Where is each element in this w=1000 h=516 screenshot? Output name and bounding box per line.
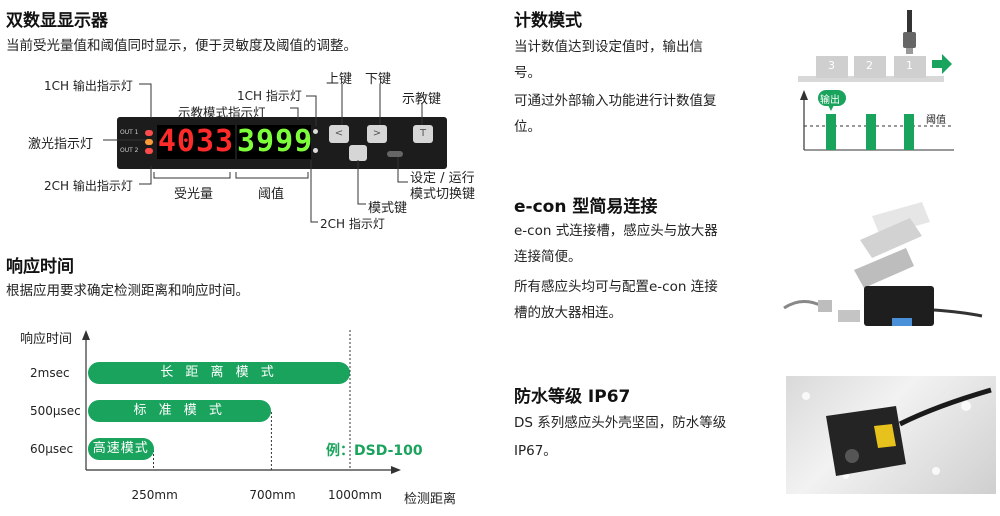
- label-threshold: 阈值: [258, 187, 285, 202]
- counting-illustration: 3 2 1 输出 阈值: [790, 4, 960, 154]
- teach-key[interactable]: T: [413, 125, 433, 143]
- label-ch2-indicator: 2CH 指示灯: [320, 217, 385, 231]
- econ-illustration: [782, 196, 1000, 346]
- down-key[interactable]: >: [367, 125, 387, 143]
- econ-desc-1: e-con 式连接槽，感应头与放大器: [514, 223, 718, 239]
- received-display: 4033: [157, 124, 235, 159]
- x-tick-label: 700mm: [249, 488, 296, 502]
- set-run-switch[interactable]: [387, 151, 403, 157]
- response-bar: 长 距 离 模 式: [88, 362, 350, 384]
- up-key[interactable]: <: [329, 125, 349, 143]
- count-item-2: 2: [866, 59, 873, 72]
- display-desc: 当前受光量值和阈值同时显示，便于灵敏度及阈值的调整。: [6, 38, 357, 54]
- label-teach-key: 示教键: [402, 92, 442, 107]
- count-threshold-label: 阈值: [926, 115, 946, 126]
- amplifier-device: OUT 1 OUT 2 4033 3999 < > T: [117, 117, 447, 169]
- chart-x-label: 检测距离: [404, 492, 457, 507]
- counting-desc-4: 位。: [514, 119, 541, 135]
- ip67-title: 防水等级 IP67: [514, 387, 631, 407]
- econ-desc-3: 所有感应头均可与配置e-con 连接: [514, 279, 718, 295]
- response-category-label: 60µsec: [30, 442, 74, 456]
- response-title: 响应时间: [6, 257, 74, 277]
- ip67-desc-2: IP67。: [514, 443, 557, 459]
- ch1-indicator-led: [313, 129, 318, 134]
- ch1-output-led: [145, 130, 153, 136]
- ch2-output-led: [145, 148, 153, 154]
- chart-y-label: 响应时间: [20, 332, 73, 347]
- label-up-key: 上键: [326, 72, 353, 87]
- count-output-label: 输出: [820, 95, 840, 106]
- counting-desc-2: 号。: [514, 65, 541, 81]
- counting-desc-1: 当计数值达到设定值时，输出信: [514, 39, 703, 55]
- label-received: 受光量: [174, 187, 214, 202]
- response-desc: 根据应用要求确定检测距离和响应时间。: [6, 283, 249, 299]
- counting-desc-3: 可通过外部输入功能进行计数值复: [514, 93, 717, 109]
- mode-key[interactable]: [349, 145, 367, 161]
- econ-title: e-con 型简易连接: [514, 197, 658, 217]
- response-bar: 高速模式: [88, 438, 154, 460]
- laser-led: [145, 139, 153, 145]
- ch2-indicator-led: [313, 148, 318, 153]
- response-bar: 标 准 模 式: [88, 400, 272, 422]
- response-category-label: 500µsec: [30, 404, 81, 418]
- x-tick-label: 250mm: [131, 488, 178, 502]
- chart-example-label: 例：DSD-100: [326, 443, 423, 459]
- x-tick-label: 1000mm: [328, 488, 382, 502]
- threshold-display: 3999: [237, 124, 314, 159]
- ip67-photo: [786, 376, 996, 494]
- display-title: 双数显显示器: [6, 11, 108, 31]
- response-category-label: 2msec: [30, 366, 70, 380]
- ip67-desc-1: DS 系列感应头外壳坚固，防水等级: [514, 415, 727, 431]
- label-teach-mode: 示教模式指示灯: [178, 105, 266, 120]
- label-ch1-indicator: 1CH 指示灯: [237, 89, 302, 103]
- label-mode-key: 模式键: [368, 201, 408, 216]
- count-item-1: 1: [906, 59, 913, 72]
- label-down-key: 下键: [365, 72, 392, 87]
- label-ch2-output: 2CH 输出指示灯: [44, 179, 133, 193]
- counting-title: 计数模式: [514, 11, 582, 31]
- label-ch1-output: 1CH 输出指示灯: [44, 79, 133, 93]
- label-set-run-1: 设定 / 运行: [410, 171, 475, 186]
- response-chart-axes: [82, 330, 401, 474]
- label-laser: 激光指示灯: [28, 137, 94, 152]
- econ-desc-2: 连接简便。: [514, 249, 582, 265]
- callout-lines: [103, 83, 423, 223]
- label-set-run-2: 模式切换键: [410, 187, 476, 202]
- count-item-3: 3: [828, 59, 835, 72]
- econ-desc-4: 槽的放大器相连。: [514, 305, 622, 321]
